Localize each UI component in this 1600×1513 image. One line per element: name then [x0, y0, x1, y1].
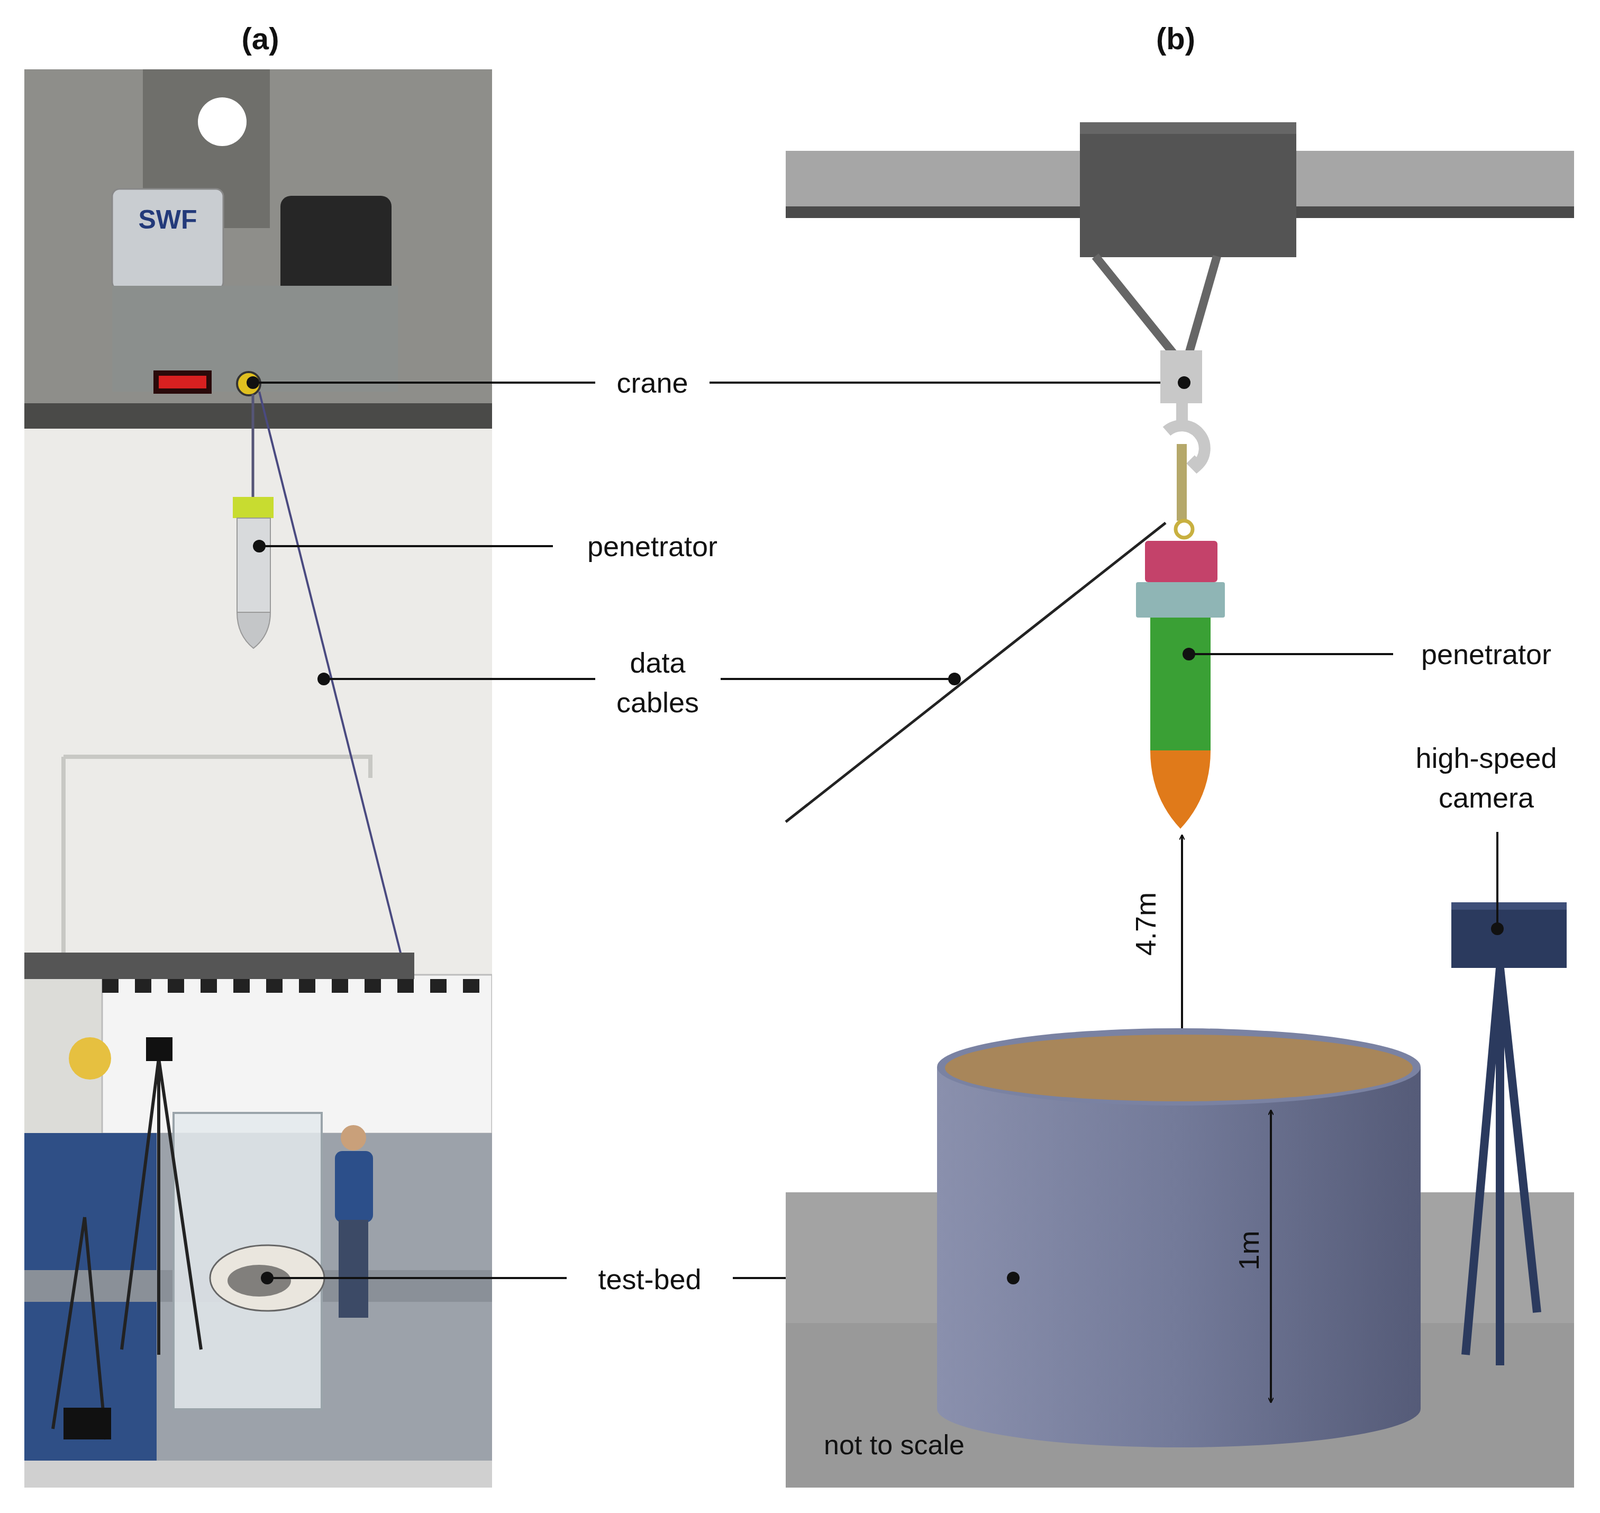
person-head [340, 1124, 367, 1151]
test-bed-crater [227, 1264, 292, 1297]
leader-line [1188, 652, 1394, 656]
hook-block [1160, 350, 1203, 404]
checker-square [233, 978, 250, 993]
checker-square [397, 978, 414, 993]
panel-label: (b) [1156, 17, 1196, 60]
board-top-rail [24, 952, 415, 979]
test-bed-rim [937, 1028, 1421, 1106]
photo-wall [24, 69, 493, 1488]
checker-square [462, 978, 480, 993]
person-body [334, 1150, 374, 1223]
leader-line [259, 544, 553, 548]
part-label: penetrator [587, 526, 718, 567]
checker-square [364, 978, 381, 993]
crane-strap [1095, 256, 1174, 354]
checker-square [331, 978, 349, 993]
leader-dot [317, 672, 331, 686]
back-board [102, 974, 493, 1134]
leader-line [720, 677, 955, 680]
dimension-label: 1m [1229, 1230, 1269, 1270]
photo-penetrator-body [237, 517, 271, 613]
leader-line [1496, 831, 1499, 929]
photo-panel [24, 69, 493, 1488]
photo-ceiling [24, 69, 493, 414]
crane-motor-box [112, 188, 224, 290]
floor-mat [24, 1132, 157, 1488]
penetrator-collar [1135, 582, 1225, 618]
checker-square [102, 978, 119, 993]
photo-lamp [146, 1037, 173, 1061]
leader-dots [246, 376, 1504, 1285]
leader-dot [1177, 376, 1191, 389]
photo-penetrator-nose [237, 612, 271, 649]
eye-ring [1175, 520, 1193, 538]
part-label: test-bed [597, 1259, 702, 1299]
test-bed-cylinder [937, 1066, 1421, 1448]
test-bed-sand [944, 1034, 1413, 1102]
camera-body [1451, 902, 1567, 968]
render-crane-block [1079, 122, 1297, 258]
dimension-label: 4.7m [1125, 892, 1166, 956]
yellow-object [68, 1037, 112, 1080]
photo-tripod-2 [52, 1216, 106, 1440]
leader-line [709, 381, 1185, 384]
checker-square [134, 978, 152, 993]
dimension-line [1269, 1110, 1272, 1403]
render-crane-top [1079, 122, 1297, 134]
leader-dot [260, 1271, 274, 1285]
photo-light [63, 1407, 112, 1440]
person-legs [338, 1219, 369, 1318]
checker-square [430, 978, 447, 993]
photo-hook [237, 371, 261, 396]
camera-tripod [1465, 967, 1538, 1366]
leader-dot [1006, 1271, 1020, 1285]
render-data-cable [785, 522, 1166, 822]
part-label: penetrator [1421, 634, 1552, 675]
board-checker [102, 978, 480, 993]
checker-square [298, 978, 316, 993]
photo-penetrator-ring [232, 496, 274, 518]
crane-rail [24, 403, 493, 429]
penetrator-nose [1150, 750, 1211, 829]
penetrator-body [1150, 617, 1211, 751]
leader-line [252, 381, 596, 384]
penetrator-cap [1144, 540, 1218, 583]
crane-display [153, 370, 212, 394]
leader-dot [948, 672, 961, 686]
hook-rod [1176, 443, 1187, 521]
crane-brand-text: SWF [138, 201, 197, 239]
wall-pipe [63, 756, 371, 953]
leader-dot [246, 376, 260, 389]
crane-display-digits [158, 375, 207, 389]
note-label: not to scale [823, 1425, 965, 1465]
leader-line [323, 677, 596, 680]
photo-railing [24, 1460, 493, 1488]
ceiling-light [197, 97, 247, 147]
leader-dot [252, 539, 266, 553]
checker-square [266, 978, 283, 993]
photo-tripod [121, 1058, 202, 1355]
panel-label: (a) [241, 17, 280, 60]
checker-square [167, 978, 185, 993]
leader-dot [1182, 647, 1196, 661]
photo-sling [251, 394, 255, 498]
part-label: crane [616, 362, 688, 403]
part-label: data cables [596, 642, 719, 722]
leader-line [267, 1276, 567, 1279]
part-label: high-speed camera [1398, 738, 1574, 817]
camera-top [1451, 902, 1567, 910]
photo-wall-lower [24, 428, 493, 979]
checker-square [200, 978, 217, 993]
crane-strap [1188, 256, 1217, 354]
leader-dot [1491, 922, 1504, 935]
